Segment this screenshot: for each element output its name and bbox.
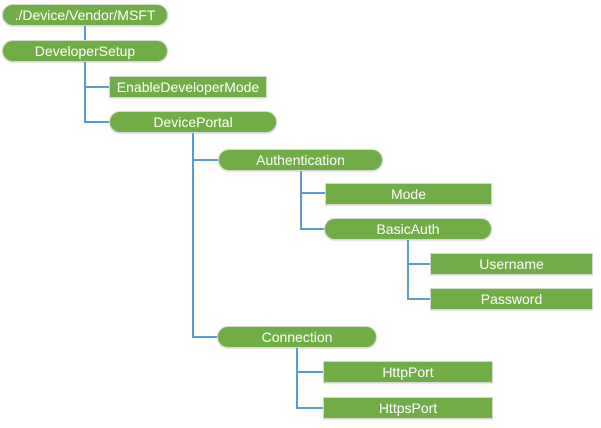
connector-branch-mode (300, 192, 325, 194)
node-basic-auth: BasicAuth (324, 218, 492, 240)
node-device-portal: DevicePortal (109, 111, 277, 133)
node-authentication: Authentication (218, 149, 383, 171)
node-enable-developer-mode: EnableDeveloperMode (109, 76, 267, 98)
node-mode: Mode (325, 183, 492, 205)
connector-branch-connection (192, 336, 217, 338)
connector-branch-httpport (296, 371, 323, 373)
node-connection: Connection (217, 326, 377, 348)
connector-connection-trunk (296, 348, 298, 409)
node-root: ./Device/Vendor/MSFT (2, 4, 168, 26)
node-https-port: HttpsPort (323, 397, 493, 419)
node-username: Username (430, 253, 593, 275)
connector-branch-deviceportal (84, 121, 109, 123)
connector-authentication-trunk (300, 171, 302, 230)
connector-branch-authentication (192, 159, 218, 161)
node-http-port: HttpPort (323, 361, 493, 383)
connector-basicauth-trunk (407, 240, 409, 300)
connector-deviceportal-trunk (192, 133, 194, 338)
node-password: Password (430, 288, 593, 310)
node-developer-setup: DeveloperSetup (2, 40, 168, 62)
connector-developersetup-trunk (84, 62, 86, 123)
connector-branch-password (407, 298, 430, 300)
connector-branch-httpsport (296, 407, 323, 409)
connector-branch-enabledevelopermode (84, 86, 109, 88)
connector-branch-username (407, 263, 430, 265)
connector-root-to-developersetup (84, 26, 86, 40)
connector-branch-basicauth (300, 228, 324, 230)
